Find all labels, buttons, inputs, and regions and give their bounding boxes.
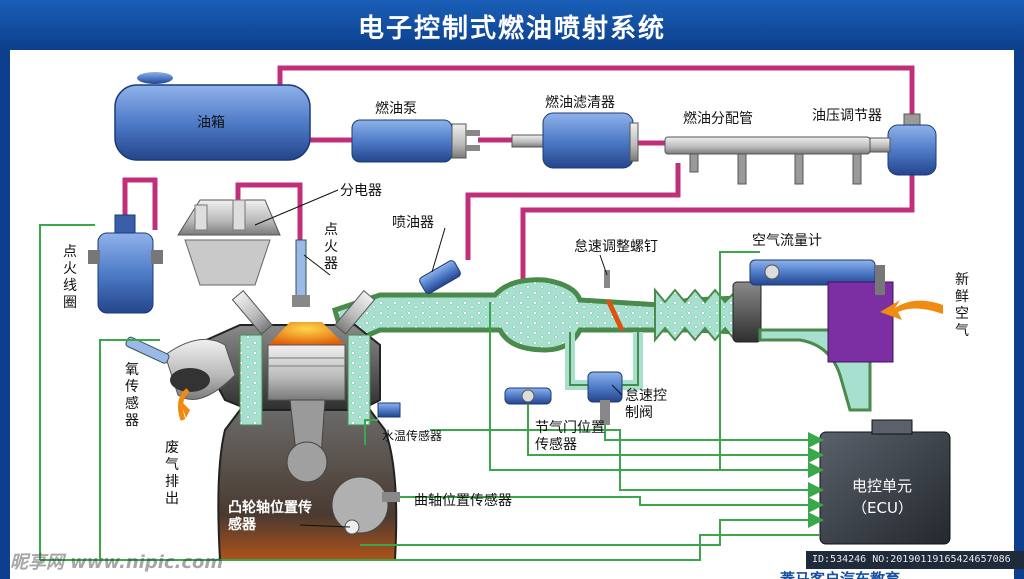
valves (231, 289, 376, 335)
regulator-vacuum (520, 170, 915, 290)
fuel-filter (511, 112, 639, 169)
spark-plug (292, 239, 310, 307)
label-fuel-rail: 燃油分配管 (683, 111, 753, 127)
label-throttle-sensor: 节气门位置传感器 (535, 420, 605, 453)
page-title: 电子控制式燃油喷射系统 (357, 14, 666, 44)
label-ecu-line2: （ECU） (852, 499, 913, 517)
label-distributor: 分电器 (340, 183, 382, 199)
label-fresh-air: 新鲜空气 (955, 272, 969, 339)
label-crankshaft-sensor: 曲轴位置传感器 (414, 493, 512, 509)
piston (267, 344, 346, 401)
label-injector: 喷油器 (392, 215, 434, 231)
throttle-sensor (504, 387, 552, 405)
label-idle-screw: 怠速调整螺钉 (574, 239, 658, 255)
cam-gear (331, 476, 389, 534)
engine (193, 322, 400, 561)
label-water-temp-sensor: 水温传感器 (382, 429, 443, 443)
ignition-coil (88, 214, 163, 314)
fuel-tank (114, 72, 311, 161)
label-oxygen-sensor: 氧传感器 (125, 362, 139, 429)
rail-to-injector (465, 163, 681, 260)
label-pressure-regulator: 油压调节器 (812, 108, 882, 124)
exhaust-manifold (164, 338, 236, 421)
label-exhaust: 废气排出 (165, 440, 179, 507)
dist-to-plug (235, 182, 303, 240)
fuel-rail (664, 136, 871, 185)
pressure-regulator (869, 113, 937, 176)
pointer-lines (254, 189, 623, 528)
footer-brand: 菱马客户汽车教育 (780, 570, 901, 579)
label-spark-plug: 点火器 (324, 222, 338, 272)
label-camshaft-sensor: 凸轮轴位置传感器 (228, 500, 312, 533)
fuel-lines (122, 65, 915, 290)
idle-control-valve (587, 371, 623, 425)
label-airflow-meter: 空气流量计 (752, 233, 822, 249)
image-id-tag: ID:534246 NO:20190119165424657086 (806, 551, 1024, 569)
intake-tract (331, 270, 743, 390)
title-banner: 电子控制式燃油喷射系统 (0, 0, 1024, 50)
label-fuel-filter: 燃油滤清器 (545, 95, 615, 111)
left-border (0, 50, 10, 579)
fuel-pump (351, 119, 480, 163)
water-temp-sensor (377, 402, 401, 418)
ecu-unit (819, 419, 951, 545)
label-fuel-tank: 油箱 (197, 115, 225, 131)
combustion-chamber (268, 322, 345, 345)
signal-lines (39, 224, 824, 561)
label-ecu-line1: 电控单元 (852, 477, 913, 495)
right-border (1014, 50, 1024, 579)
airflow-meter (732, 259, 943, 412)
return-line (277, 65, 915, 120)
coil-to-distributor (122, 177, 158, 230)
distributor (177, 199, 281, 286)
label-fuel-pump: 燃油泵 (375, 101, 417, 117)
label-idle-valve: 怠速控制阀 (625, 388, 667, 421)
watermark: 昵享网 www.nipic.com (10, 552, 224, 573)
fuel-injector (419, 260, 461, 294)
label-ignition-coil: 点火线圈 (63, 244, 77, 311)
